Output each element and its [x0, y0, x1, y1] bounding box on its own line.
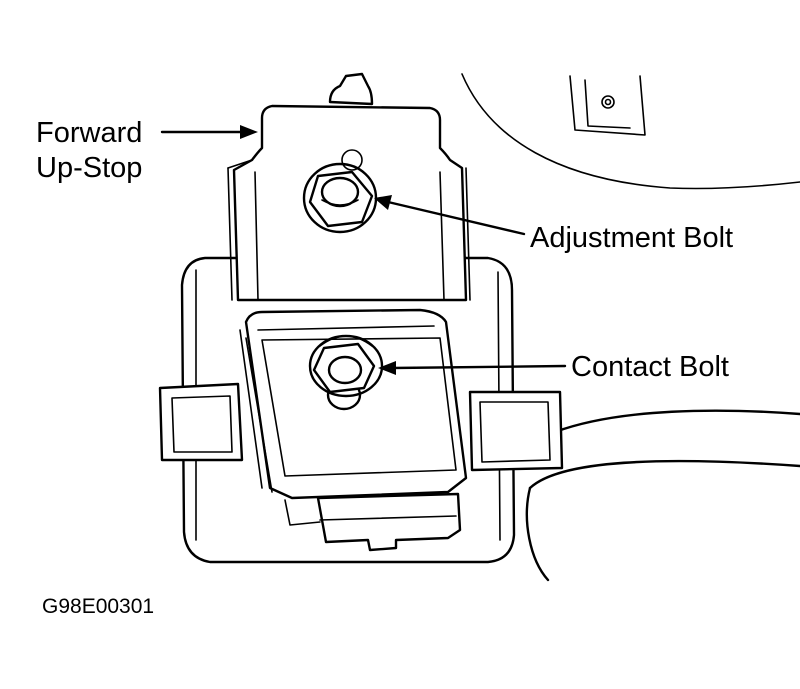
body-panel-outline [461, 73, 800, 190]
crossmember-outline [525, 409, 800, 582]
adjustment-bolt [302, 162, 378, 234]
contact-bolt [308, 334, 384, 411]
upstop-label: Up-Stop [36, 152, 143, 184]
adjustment-bolt-label: Adjustment Bolt [530, 222, 734, 254]
forward-upstop-arrow [160, 125, 258, 139]
contact-bolt-arrow [378, 361, 567, 375]
right-side-tab [468, 390, 564, 472]
forward-label: Forward [36, 117, 143, 149]
adjustment-bolt-arrow [374, 195, 526, 236]
left-side-tab [158, 382, 244, 462]
contact-bolt-label: Contact Bolt [571, 351, 729, 383]
figure-code: G98E00301 [42, 595, 155, 618]
